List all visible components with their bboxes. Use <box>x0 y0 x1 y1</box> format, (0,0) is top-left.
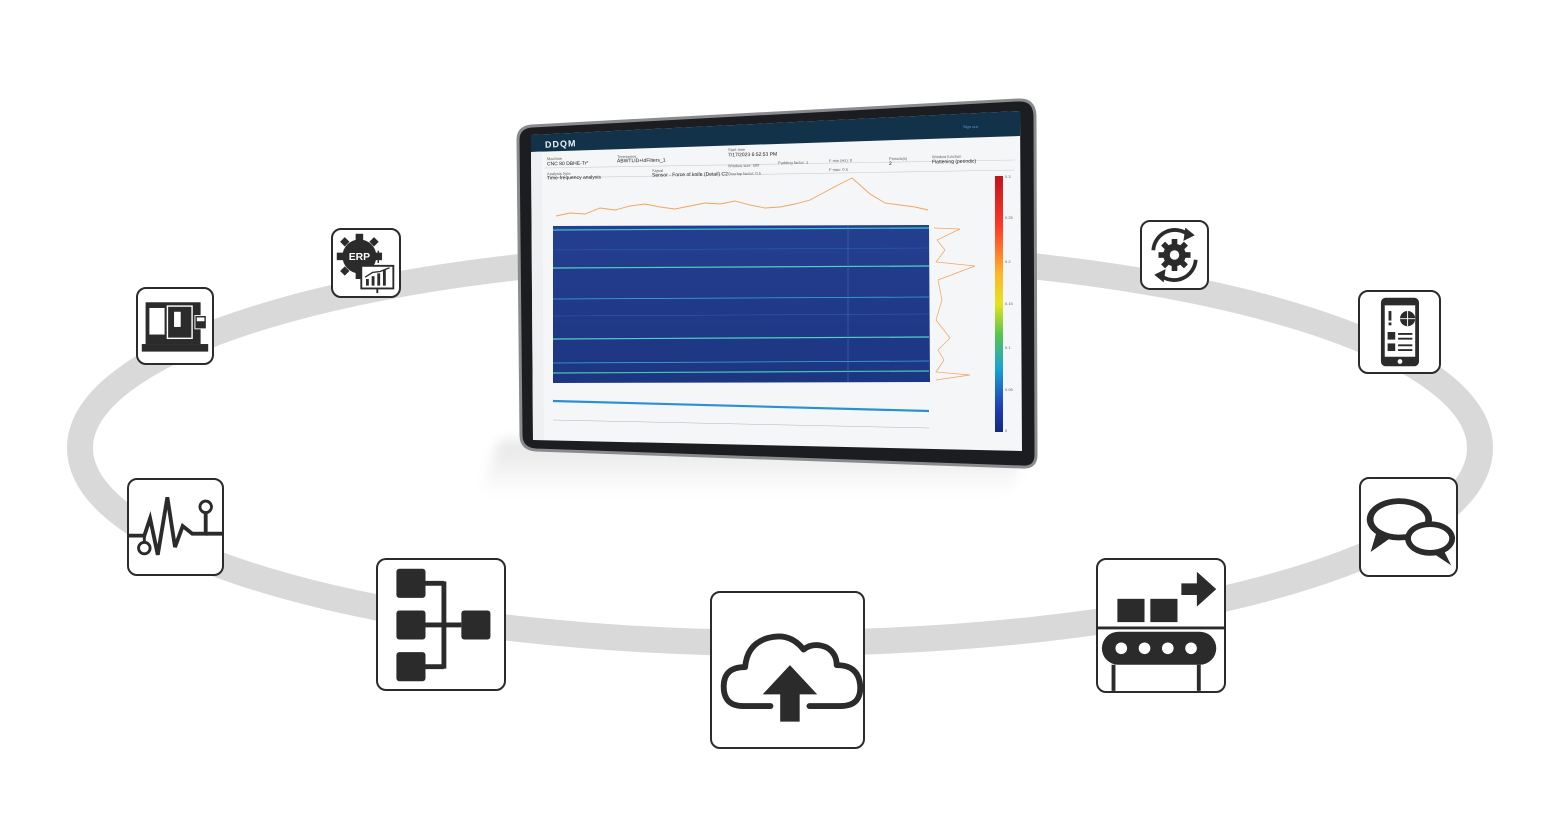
erp-tile[interactable]: ERP <box>331 228 401 298</box>
cloud-upload-tile[interactable] <box>710 591 865 749</box>
conveyor-tile[interactable] <box>1096 558 1226 693</box>
mobile-dashboard-icon <box>1380 297 1420 367</box>
gear-cycle-icon <box>1151 227 1198 283</box>
cloud-upload-icon <box>720 633 863 722</box>
signal-tile[interactable] <box>127 478 224 576</box>
chat-bubbles-icon <box>1366 498 1456 566</box>
hierarchy-tile[interactable] <box>376 558 506 691</box>
cnc-machine-tile[interactable] <box>136 287 214 365</box>
gear-cycle-tile[interactable] <box>1140 220 1209 290</box>
signal-sensor-icon <box>129 496 222 556</box>
mobile-tile[interactable] <box>1358 290 1441 374</box>
hierarchy-icon <box>396 568 491 682</box>
erp-analytics-icon: ERP <box>336 233 395 294</box>
chat-tile[interactable] <box>1359 477 1458 577</box>
conveyor-icon <box>1098 571 1224 691</box>
cnc-machine-icon <box>141 302 209 352</box>
erp-text: ERP <box>349 252 370 263</box>
